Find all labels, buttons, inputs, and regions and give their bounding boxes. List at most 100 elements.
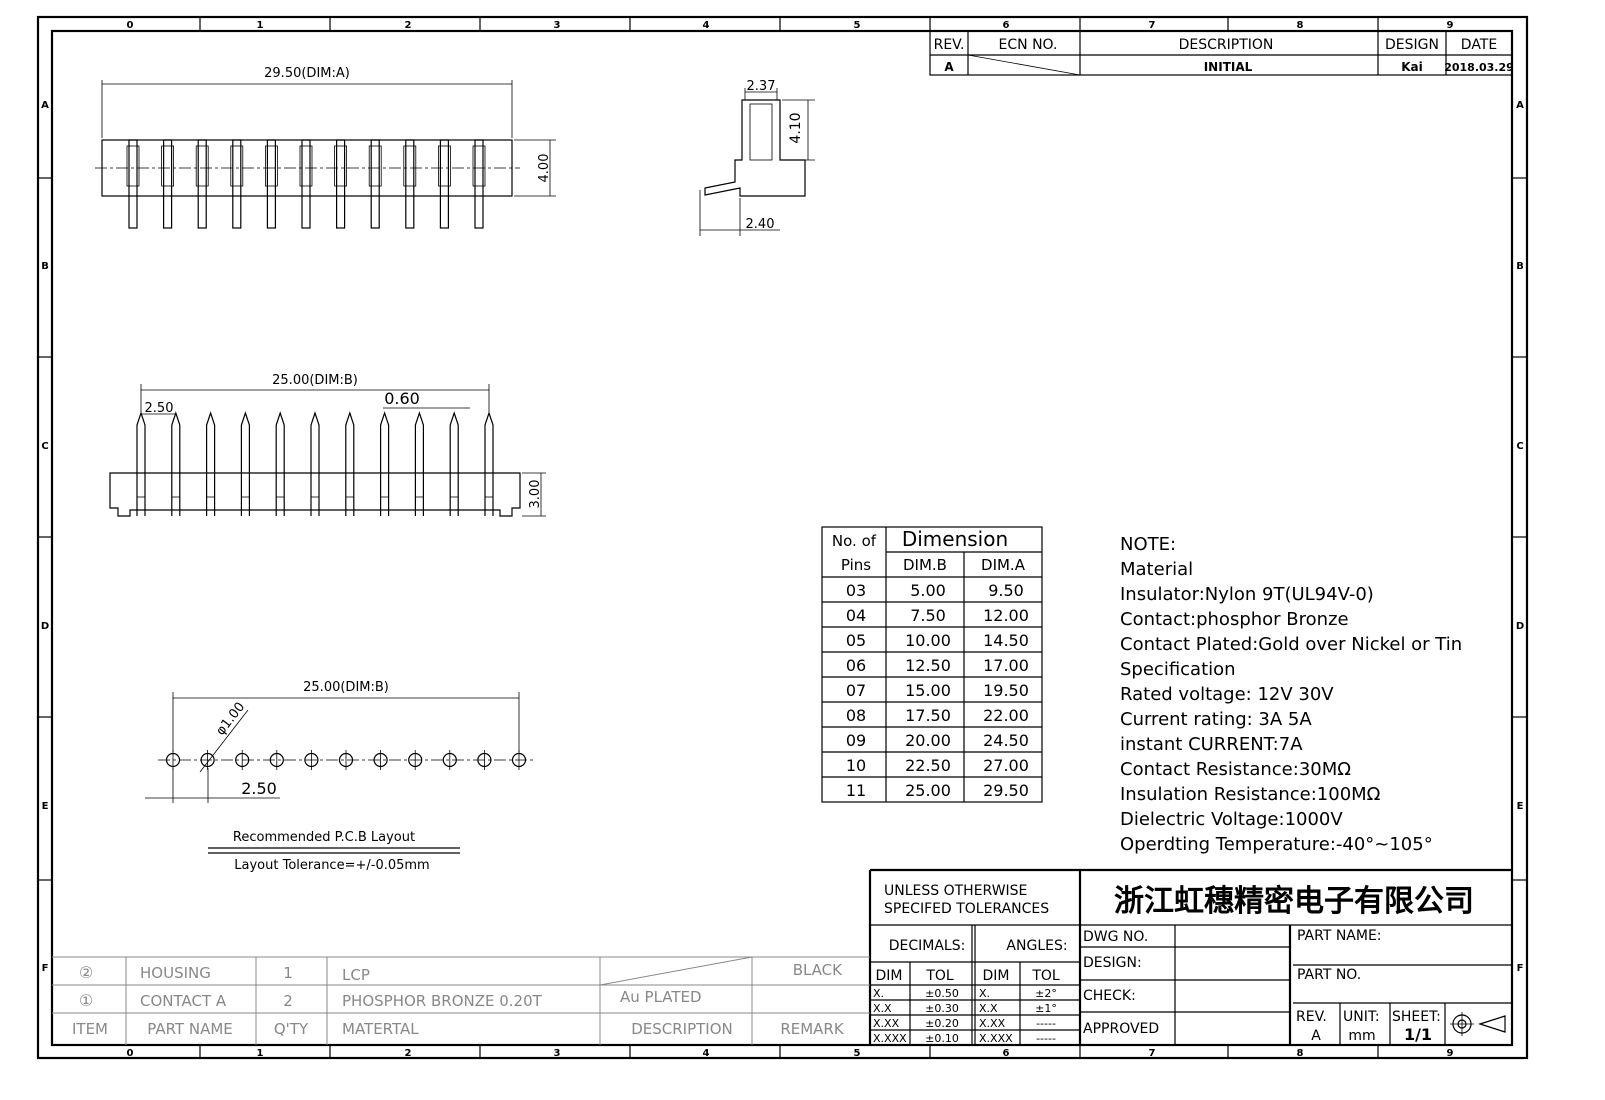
note-line: NOTE: [1120,534,1176,555]
dimension-header: Dimension [902,527,1008,551]
bom-header-description: DESCRIPTION [631,1020,733,1038]
pitch-label: 2.50 [145,401,174,416]
pin [136,411,146,516]
pcb-layout: 25.00(DIM:B) 2.50 φ1.00 Recommended P.C.… [145,680,535,873]
table-cell-dim-b: 7.50 [910,606,946,625]
zone-column-label: 7 [1149,1048,1156,1059]
note-line: Contact Resistance:30MΩ [1120,759,1351,780]
dim-b-header: DIM.B [903,556,947,574]
rev-header: REV. [934,37,965,53]
pin [163,139,173,229]
table-cell-dim-b: 12.50 [905,656,951,675]
table-cell-dim-a: 14.50 [983,631,1029,650]
approved-label: APPROVED [1083,1021,1159,1037]
angle-tol: ±2° [1035,987,1057,1000]
zone-row-label: E [42,801,49,812]
description-value: INITIAL [1204,60,1253,74]
bom-header-qty: Q'TY [274,1020,309,1038]
bom-header-remark: REMARK [780,1020,845,1038]
pin-width-label: 0.60 [384,389,420,408]
table-cell-dim-a: 12.00 [983,606,1029,625]
table-cell-pins: 06 [846,656,866,675]
sheet-value: 1/1 [1404,1025,1432,1044]
front-view: 25.00(DIM:B) 2.50 0.60 3.00 [109,373,546,517]
bill-of-materials: ITEM PART NAME Q'TY MATERTAL DESCRIPTION… [52,956,870,1045]
table-cell-dim-a: 27.00 [983,756,1029,775]
note-line: Rated voltage: 12V 30V [1120,684,1334,705]
note-line: Current rating: 3A 5A [1120,709,1312,730]
table-cell-pins: 07 [846,681,866,700]
table-cell-dim-b: 20.00 [905,731,951,750]
zone-column-label: 5 [854,1048,861,1059]
pin [301,139,311,229]
bom-header-item: ITEM [72,1020,108,1038]
bom-header-part-name: PART NAME [147,1020,233,1038]
pin [240,411,250,516]
table-cell-dim-a: 9.50 [988,581,1024,600]
pcb-tolerance: Layout Tolerance=+/-0.05mm [234,858,429,873]
side-base-label: 2.40 [746,217,775,232]
pin [449,411,459,516]
table-cell-dim-a: 22.00 [983,706,1029,725]
zone-column-label: 1 [257,20,264,31]
check-label: CHECK: [1083,988,1136,1004]
zone-column-label: 8 [1297,20,1304,31]
angles-label: ANGLES: [1006,938,1067,954]
note-line: Insulation Resistance:100MΩ [1120,784,1381,805]
zone-row-label: C [41,441,48,452]
design-value: Kai [1401,60,1423,74]
zone-column-label: 0 [127,1048,134,1059]
decimal-dim: X.XX [873,1017,900,1030]
zone-column-label: 0 [127,20,134,31]
zone-column-label: 4 [703,20,710,31]
pin [370,139,380,229]
design-label: DESIGN: [1083,955,1142,971]
date-header: DATE [1461,37,1497,53]
table-cell-pins: 08 [846,706,866,725]
rev-value: A [1311,1028,1321,1044]
pin [405,139,415,229]
zone-row-label: D [1516,621,1524,632]
table-cell-pins: 03 [846,581,866,600]
table-cell-pins: 04 [846,606,866,625]
angle-dim-header: DIM [983,968,1010,984]
angle-dim: X.X [979,1002,998,1015]
decimal-dim: X.X [873,1002,892,1015]
inner-border [50,29,1514,1047]
table-cell-dim-b: 5.00 [910,581,946,600]
angle-tol: ----- [1036,1017,1056,1030]
table-cell-dim-a: 19.50 [983,681,1029,700]
bom-part-name: CONTACT A [140,992,227,1010]
front-height-label: 3.00 [528,480,543,509]
part-name-label: PART NAME: [1297,928,1382,944]
rev-value: A [944,60,954,74]
decimal-tol: ±0.10 [925,1032,959,1045]
side-height-label: 4.10 [788,112,804,143]
bom-item: ② [79,963,93,982]
pin [171,411,181,516]
bom-part-name: HOUSING [140,964,211,982]
table-cell-dim-a: 17.00 [983,656,1029,675]
zone-row-label: D [41,621,49,632]
note-line: Operdting Temperature:-40°~105° [1120,834,1433,855]
pin [275,411,285,516]
zone-column-label: 7 [1149,20,1156,31]
note-line: Contact Plated:Gold over Nickel or Tin [1120,634,1462,655]
zone-column-label: 3 [554,20,561,31]
zone-column-label: 8 [1297,1048,1304,1059]
table-cell-pins: 09 [846,731,866,750]
bom-item: ① [79,991,93,1010]
pins-header: No. of [832,532,877,550]
note-line: Specification [1120,659,1236,680]
dwg-no-label: DWG NO. [1083,929,1148,945]
zone-column-label: 9 [1447,20,1454,31]
projection-symbol-icon [1450,1012,1506,1036]
pin-slot [368,145,382,187]
table-cell-dim-b: 17.50 [905,706,951,725]
note-line: Insulator:Nylon 9T(UL94V-0) [1120,584,1374,605]
pin [266,139,276,229]
pin [336,139,346,229]
zone-row-label: A [1516,100,1524,111]
